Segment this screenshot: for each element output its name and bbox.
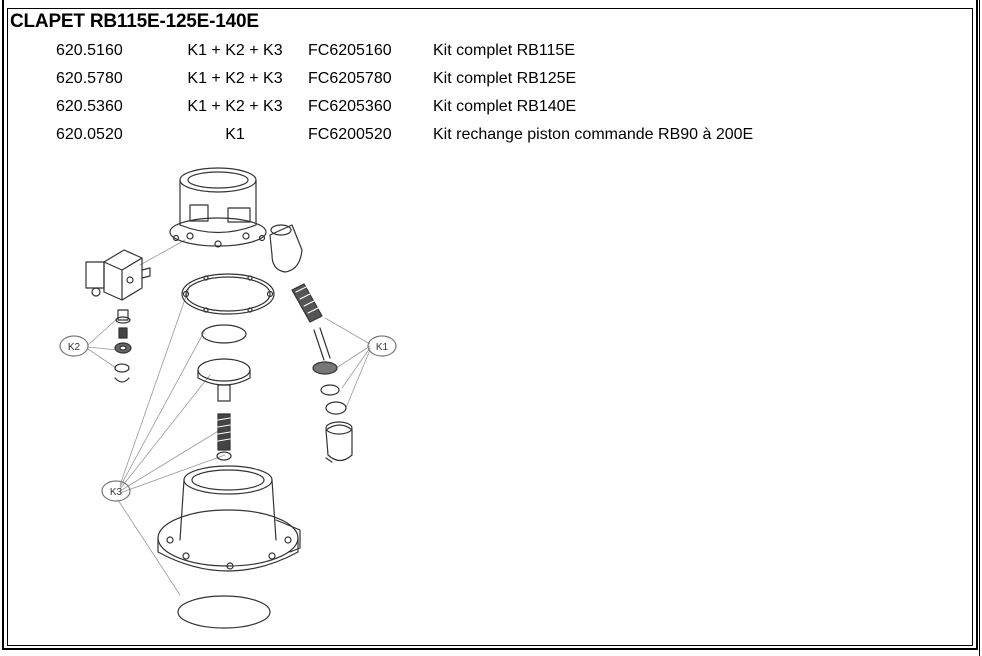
callout-k1: [367, 335, 397, 357]
kit-composition: K1 + K2 + K3: [187, 42, 283, 59]
inner-frame: [7, 8, 973, 646]
reference-number: FC6205780: [308, 70, 392, 87]
o-ring: [201, 324, 247, 344]
leader-lines: [87, 239, 371, 596]
table-row: 620.5160 K1 + K2 + K3 FC6205160 Kit comp…: [0, 37, 753, 65]
k1-stem: [312, 327, 353, 463]
kit-composition: K1 + K2 + K3: [187, 98, 283, 115]
reference-number: FC6205160: [308, 42, 392, 59]
k2-parts: [114, 309, 132, 383]
callout-k1-label: K1: [376, 342, 389, 353]
table-row: 620.0520 K1 FC6200520 Kit rechange pisto…: [0, 121, 753, 149]
bottom-valve-body: [157, 465, 301, 572]
part-code: 620.5160: [56, 42, 123, 59]
part-description: Kit rechange piston commande RB90 à 200E: [433, 126, 754, 143]
part-code: 620.0520: [56, 126, 123, 143]
kit-composition: K1 + K2 + K3: [187, 70, 283, 87]
table-row: 620.5780 K1 + K2 + K3 FC6205780 Kit comp…: [0, 65, 753, 93]
bottom-o-ring: [177, 595, 271, 629]
parts-table: 620.5160 K1 + K2 + K3 FC6205160 Kit comp…: [0, 37, 753, 149]
part-description: Kit complet RB140E: [433, 98, 577, 115]
table-row: 620.5360 K1 + K2 + K3 FC6205360 Kit comp…: [0, 93, 753, 121]
gasket-ring: [181, 273, 275, 315]
piston-disk: [197, 358, 251, 402]
k1-spring: [291, 283, 323, 323]
part-description: Kit complet RB115E: [433, 42, 575, 59]
right-border-line: [979, 0, 980, 656]
callout-k2: [59, 335, 89, 357]
callout-k3: [101, 480, 131, 502]
callout-k3-label: K3: [110, 487, 123, 498]
solenoid-block: [85, 249, 151, 301]
reference-number: FC6205360: [308, 98, 392, 115]
exploded-valve-drawing: K2 K1 K3: [59, 167, 397, 629]
elbow-fitting: [269, 224, 303, 273]
section-title: CLAPET RB115E-125E-140E: [10, 11, 259, 32]
part-code: 620.5780: [56, 70, 123, 87]
spring-seat: [216, 451, 232, 461]
part-description: Kit complet RB125E: [433, 70, 577, 87]
reference-number: FC6200520: [308, 126, 392, 143]
part-code: 620.5360: [56, 98, 123, 115]
kit-composition: K1: [225, 126, 245, 143]
callout-k2-label: K2: [68, 342, 81, 353]
top-valve-body: [169, 167, 267, 248]
